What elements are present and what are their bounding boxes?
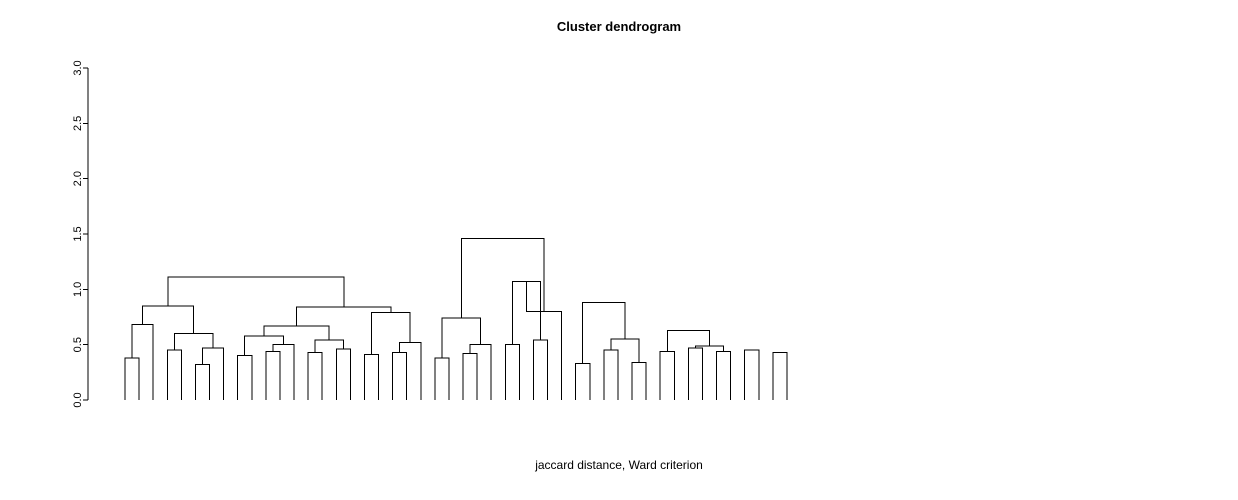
dendrogram-link bbox=[263, 325, 330, 341]
y-axis-tick-label: 0.0 bbox=[72, 392, 84, 407]
dendrogram-link bbox=[399, 341, 422, 400]
dendrogram-link bbox=[124, 357, 140, 400]
dendrogram-link bbox=[370, 312, 411, 355]
dendrogram-link bbox=[716, 350, 732, 400]
dendrogram-link bbox=[265, 350, 281, 400]
dendrogram-link bbox=[575, 362, 591, 400]
dendrogram-link bbox=[744, 349, 760, 400]
y-axis: 0.0 0.5 1.0 1.5 2.0 2.5 3.0 bbox=[72, 60, 89, 408]
dendrogram-link bbox=[363, 354, 380, 400]
dendrogram-link bbox=[687, 347, 703, 400]
x-axis-caption: jaccard distance, Ward criterion bbox=[535, 458, 703, 472]
dendrogram-link bbox=[244, 335, 284, 356]
dendrogram-link bbox=[392, 351, 408, 400]
dendrogram-link bbox=[307, 351, 323, 400]
dendrogram-link bbox=[582, 302, 626, 364]
dendrogram-link bbox=[694, 345, 725, 352]
dendrogram-link bbox=[631, 361, 647, 400]
dendrogram-link bbox=[460, 237, 545, 319]
dendrogram-link bbox=[504, 344, 520, 400]
page-title: Cluster dendrogram bbox=[556, 19, 682, 34]
dendrogram-link bbox=[167, 276, 345, 308]
dendrogram-link bbox=[201, 347, 225, 400]
dendrogram-link bbox=[772, 351, 788, 400]
y-axis-tick-label: 1.0 bbox=[72, 282, 84, 297]
dendrogram-link bbox=[603, 349, 619, 400]
dendrogram-link bbox=[237, 355, 253, 400]
y-axis-tick-label: 1.5 bbox=[72, 226, 84, 241]
dendrogram-link bbox=[272, 344, 295, 400]
dendrogram-link bbox=[314, 339, 344, 353]
dendrogram-link bbox=[441, 317, 482, 358]
dendrogram-link bbox=[610, 338, 640, 363]
dendrogram-link bbox=[532, 339, 549, 400]
y-axis-tick-label: 3.0 bbox=[72, 60, 84, 75]
dendrogram-link bbox=[525, 281, 563, 400]
dendrogram-link bbox=[469, 344, 492, 400]
dendrogram-link bbox=[335, 348, 351, 400]
dendrogram-link bbox=[142, 305, 195, 334]
y-axis-tick-label: 2.0 bbox=[72, 171, 84, 186]
dendrogram-link bbox=[666, 329, 711, 352]
dendrogram-link bbox=[434, 357, 450, 400]
dendrogram-link bbox=[131, 324, 154, 400]
dendrogram-link bbox=[166, 349, 182, 400]
dendrogram-link bbox=[296, 306, 392, 326]
dendrogram-link bbox=[194, 364, 211, 400]
dendrogram-link bbox=[659, 350, 675, 400]
dendrogram-tree bbox=[124, 237, 788, 400]
dendrogram-link bbox=[462, 353, 478, 400]
y-axis-tick-label: 0.5 bbox=[72, 337, 84, 352]
y-axis-tick-label: 2.5 bbox=[72, 116, 84, 131]
